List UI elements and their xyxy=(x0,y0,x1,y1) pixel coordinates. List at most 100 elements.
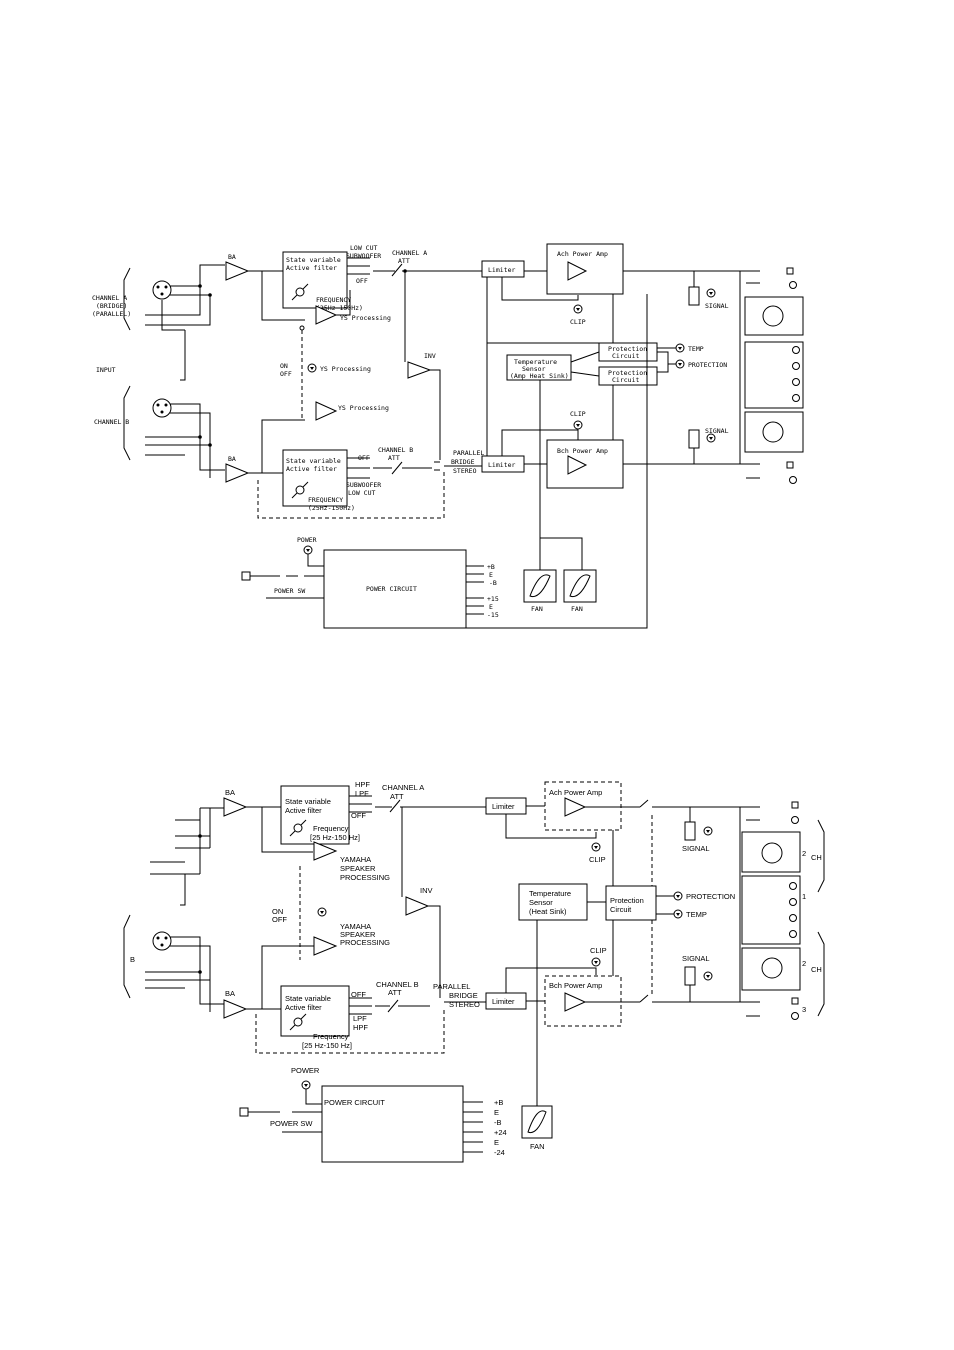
xlr-jack-a-icon xyxy=(152,280,172,300)
channel-a2-att-icon[interactable] xyxy=(389,799,401,813)
input-label: INPUT xyxy=(96,366,116,374)
power-circuit-box xyxy=(323,549,467,629)
ba-a-label: BA xyxy=(228,253,236,261)
bch-power-amp-label: Bch Power Amp xyxy=(557,447,608,455)
ch2-num: 2 xyxy=(802,959,806,968)
svg-text:E: E xyxy=(494,1138,499,1147)
output-b-minus-terminal xyxy=(789,476,797,484)
filter-a-label-2: Active filter xyxy=(286,264,337,272)
bridge2-label: BRIDGE xyxy=(449,991,478,1000)
protection-2-label-1: Protection xyxy=(608,369,647,377)
yamaha-b-label-1: YAMAHA xyxy=(340,922,371,931)
clip-a2-led-icon xyxy=(591,842,601,852)
channel-a-att-icon[interactable] xyxy=(391,263,403,277)
off-a2-label: OFF xyxy=(351,811,366,820)
channel-a2-att-label-2: ATT xyxy=(390,792,404,801)
limiter-a-box xyxy=(481,260,525,278)
filter-a2-label-1: State variable xyxy=(285,797,331,806)
protection2-label: PROTECTION xyxy=(686,892,735,901)
filter-b2-label-1: State variable xyxy=(285,994,331,1003)
protection-2-label-2: Circuit xyxy=(612,376,639,384)
clip-a2-label: CLIP xyxy=(589,855,606,864)
ach-power-amp-label: Ach Power Amp xyxy=(557,250,608,258)
ys-processing-b-label: YS Processing xyxy=(338,404,389,412)
on2-label: ON xyxy=(272,907,283,916)
power-label: POWER xyxy=(297,536,317,544)
input-jack-channel-a-bracket xyxy=(123,267,131,461)
clip-b-label: CLIP xyxy=(570,410,586,418)
channel-b-att-icon[interactable] xyxy=(391,461,403,475)
channel-a-input-label-2: (BRIDGE) xyxy=(96,302,127,310)
frequency-knob-a-icon[interactable] xyxy=(295,287,305,297)
signal-a2-resistor xyxy=(684,821,696,841)
fan-2-box xyxy=(563,569,597,603)
signal-b-led-icon xyxy=(706,433,716,443)
off-label: OFF xyxy=(280,370,292,378)
power-rails: +B E -B +15 E -15 xyxy=(466,563,499,619)
frequency-knob-b-icon[interactable] xyxy=(295,485,305,495)
xlr-jack-b-icon xyxy=(152,398,172,418)
subwoofer-a-label: SUBWOOFER xyxy=(346,252,381,260)
speakon-b2-icon xyxy=(761,957,783,979)
svg-text:+15: +15 xyxy=(487,595,499,603)
hpf-a2-label: HPF xyxy=(355,780,370,789)
fan2-label: FAN xyxy=(530,1142,545,1151)
power-circuit-label: POWER CIRCUIT xyxy=(366,585,417,593)
power-circuit2-box xyxy=(321,1085,464,1163)
fan2-icon xyxy=(527,1110,547,1134)
filter-b-label-1: State variable xyxy=(286,457,341,465)
signal-b2-led-icon xyxy=(703,971,713,981)
speakon-b-icon xyxy=(762,421,784,443)
protection-led-icon xyxy=(675,359,685,369)
parallel-label: PARALLEL xyxy=(453,449,484,457)
clip-a-label: CLIP xyxy=(570,318,586,326)
power-plug2-icon xyxy=(239,1107,249,1117)
yamaha-processing-b-amp xyxy=(313,936,338,956)
yamaha-a-label-2: SPEAKER xyxy=(340,864,376,873)
power2-led-icon xyxy=(301,1080,311,1090)
svg-text:+B: +B xyxy=(494,1098,503,1107)
protection-circuit2-box xyxy=(605,885,657,921)
block-diagram-1: CHANNEL A (BRIDGE) (PARALLEL) INPUT CHAN… xyxy=(92,243,804,629)
limiter-a-label: Limiter xyxy=(488,266,515,274)
inv-label: INV xyxy=(424,352,436,360)
frequency-knob-b2-icon[interactable] xyxy=(293,1017,303,1027)
clip-a-led-icon xyxy=(573,304,583,314)
filter-a-label-1: State variable xyxy=(286,256,341,264)
frequency-knob-a2-icon[interactable] xyxy=(293,823,303,833)
power2-label: POWER xyxy=(291,1066,320,1075)
ba-a2-label: BA xyxy=(225,788,235,797)
power-led-icon xyxy=(303,545,313,555)
channel-b-input-label: CHANNEL B xyxy=(94,418,129,426)
buffer-amp-b xyxy=(225,463,250,483)
svg-text:+B: +B xyxy=(487,563,495,571)
temperature-sensor2-box xyxy=(518,883,588,921)
parallel2-label: PARALLEL xyxy=(433,982,470,991)
filter-b2-label-2: Active filter xyxy=(285,1003,322,1012)
channel-b2-att-icon[interactable] xyxy=(387,999,399,1013)
off2-label: OFF xyxy=(272,915,287,924)
signal-b-label: SIGNAL xyxy=(705,427,729,435)
filter-a2-label-2: Active filter xyxy=(285,806,322,815)
protection2-led-icon xyxy=(673,891,683,901)
power-circuit2-label: POWER CIRCUIT xyxy=(324,1098,385,1107)
output2-b-plus-terminal xyxy=(791,997,799,1005)
yamaha-b-label-2: SPEAKER xyxy=(340,930,376,939)
ch2-label: CH xyxy=(811,965,822,974)
limiter-b-label: Limiter xyxy=(488,461,515,469)
post2-4-icon xyxy=(789,930,797,938)
frequency-a-label-2: (25Hz-150Hz) xyxy=(316,304,363,312)
inverter2-amp xyxy=(405,896,430,916)
post2-1-icon xyxy=(789,882,797,890)
svg-text:-B: -B xyxy=(494,1118,502,1127)
yamaha-b-label-3: PROCESSING xyxy=(340,938,390,947)
stereo-label: STEREO xyxy=(453,467,477,475)
fan-1-label: FAN xyxy=(531,605,543,613)
buffer-amp-a2 xyxy=(223,797,248,817)
output2-b-minus-terminal xyxy=(791,1012,799,1020)
power-sw2-label: POWER SW xyxy=(270,1119,313,1128)
post-3-icon xyxy=(792,378,800,386)
channel-b-att-label-1: CHANNEL B xyxy=(378,446,413,454)
channel-b2-att-label-2: ATT xyxy=(388,988,402,997)
on-label: ON xyxy=(280,362,288,370)
